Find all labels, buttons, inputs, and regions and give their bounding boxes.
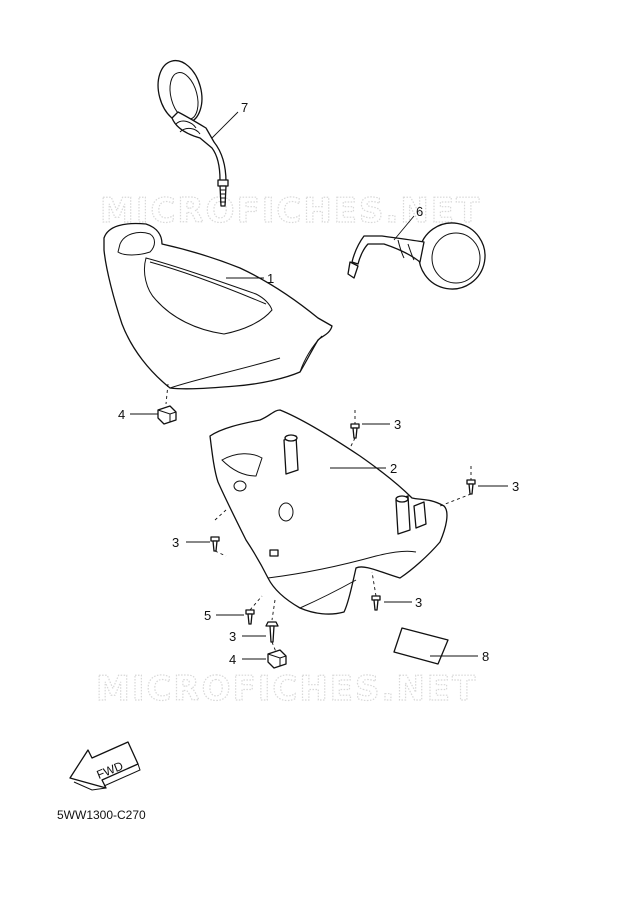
diagram-code: 5WW1300-C270 [57, 808, 146, 822]
callout-6: 6 [416, 204, 423, 219]
screw-d [371, 595, 381, 611]
fwd-arrow-icon: FWD [69, 741, 141, 791]
callout-5: 5 [204, 608, 211, 623]
callout-1: 1 [267, 271, 274, 286]
right-mirror [347, 222, 486, 290]
callout-8: 8 [482, 649, 489, 664]
callout-3-b: 3 [512, 479, 519, 494]
nut-lower [267, 649, 287, 669]
callout-3-e: 3 [229, 629, 236, 644]
watermark-bottom: MICROFICHES.NET [96, 669, 477, 709]
callout-4-lower: 4 [229, 652, 236, 667]
screw-c [210, 536, 220, 552]
nut-upper [157, 405, 177, 425]
screw-b [466, 479, 476, 495]
callout-7: 7 [241, 100, 248, 115]
left-mirror [157, 59, 229, 207]
callout-4-upper: 4 [118, 407, 125, 422]
screw-a [350, 423, 360, 439]
screw-e [265, 621, 279, 643]
callout-3-c: 3 [172, 535, 179, 550]
callout-2: 2 [390, 461, 397, 476]
callout-3-a: 3 [394, 417, 401, 432]
caution-label [393, 627, 449, 665]
screw-5 [245, 609, 255, 625]
lower-handlebar-cover [209, 409, 448, 615]
callout-3-d: 3 [415, 595, 422, 610]
watermark-top: MICROFICHES.NET [100, 191, 481, 231]
upper-handlebar-cover [103, 222, 333, 390]
